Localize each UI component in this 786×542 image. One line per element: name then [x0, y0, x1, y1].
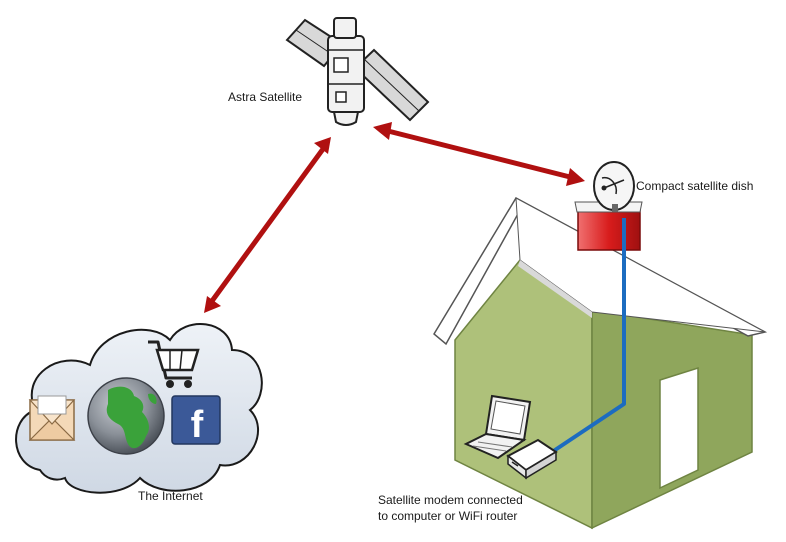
- internet-cloud: f: [15, 323, 263, 494]
- laptop-icon: [463, 394, 532, 460]
- facebook-icon: f: [171, 395, 221, 446]
- satellite-dish-link-arrow: [373, 122, 585, 186]
- shopping-cart-icon: [148, 340, 200, 388]
- satellite-icon: [285, 17, 430, 126]
- house-icon: [433, 197, 768, 530]
- internet-label: The Internet: [138, 489, 203, 503]
- modem-label-line1: Satellite modem connected: [378, 493, 523, 507]
- globe-icon: [87, 377, 165, 455]
- satellite-dish-icon: [593, 161, 635, 212]
- satellite-internet-link-arrow: [204, 137, 331, 313]
- facebook-letter: f: [191, 404, 204, 446]
- coax-cable: [550, 218, 626, 454]
- modem-label-line2: to computer or WiFi router: [378, 509, 517, 523]
- dish-label: Compact satellite dish: [636, 179, 753, 193]
- modem-icon: [506, 438, 558, 480]
- satellite-label: Astra Satellite: [228, 90, 302, 104]
- email-envelope-icon: [28, 395, 76, 441]
